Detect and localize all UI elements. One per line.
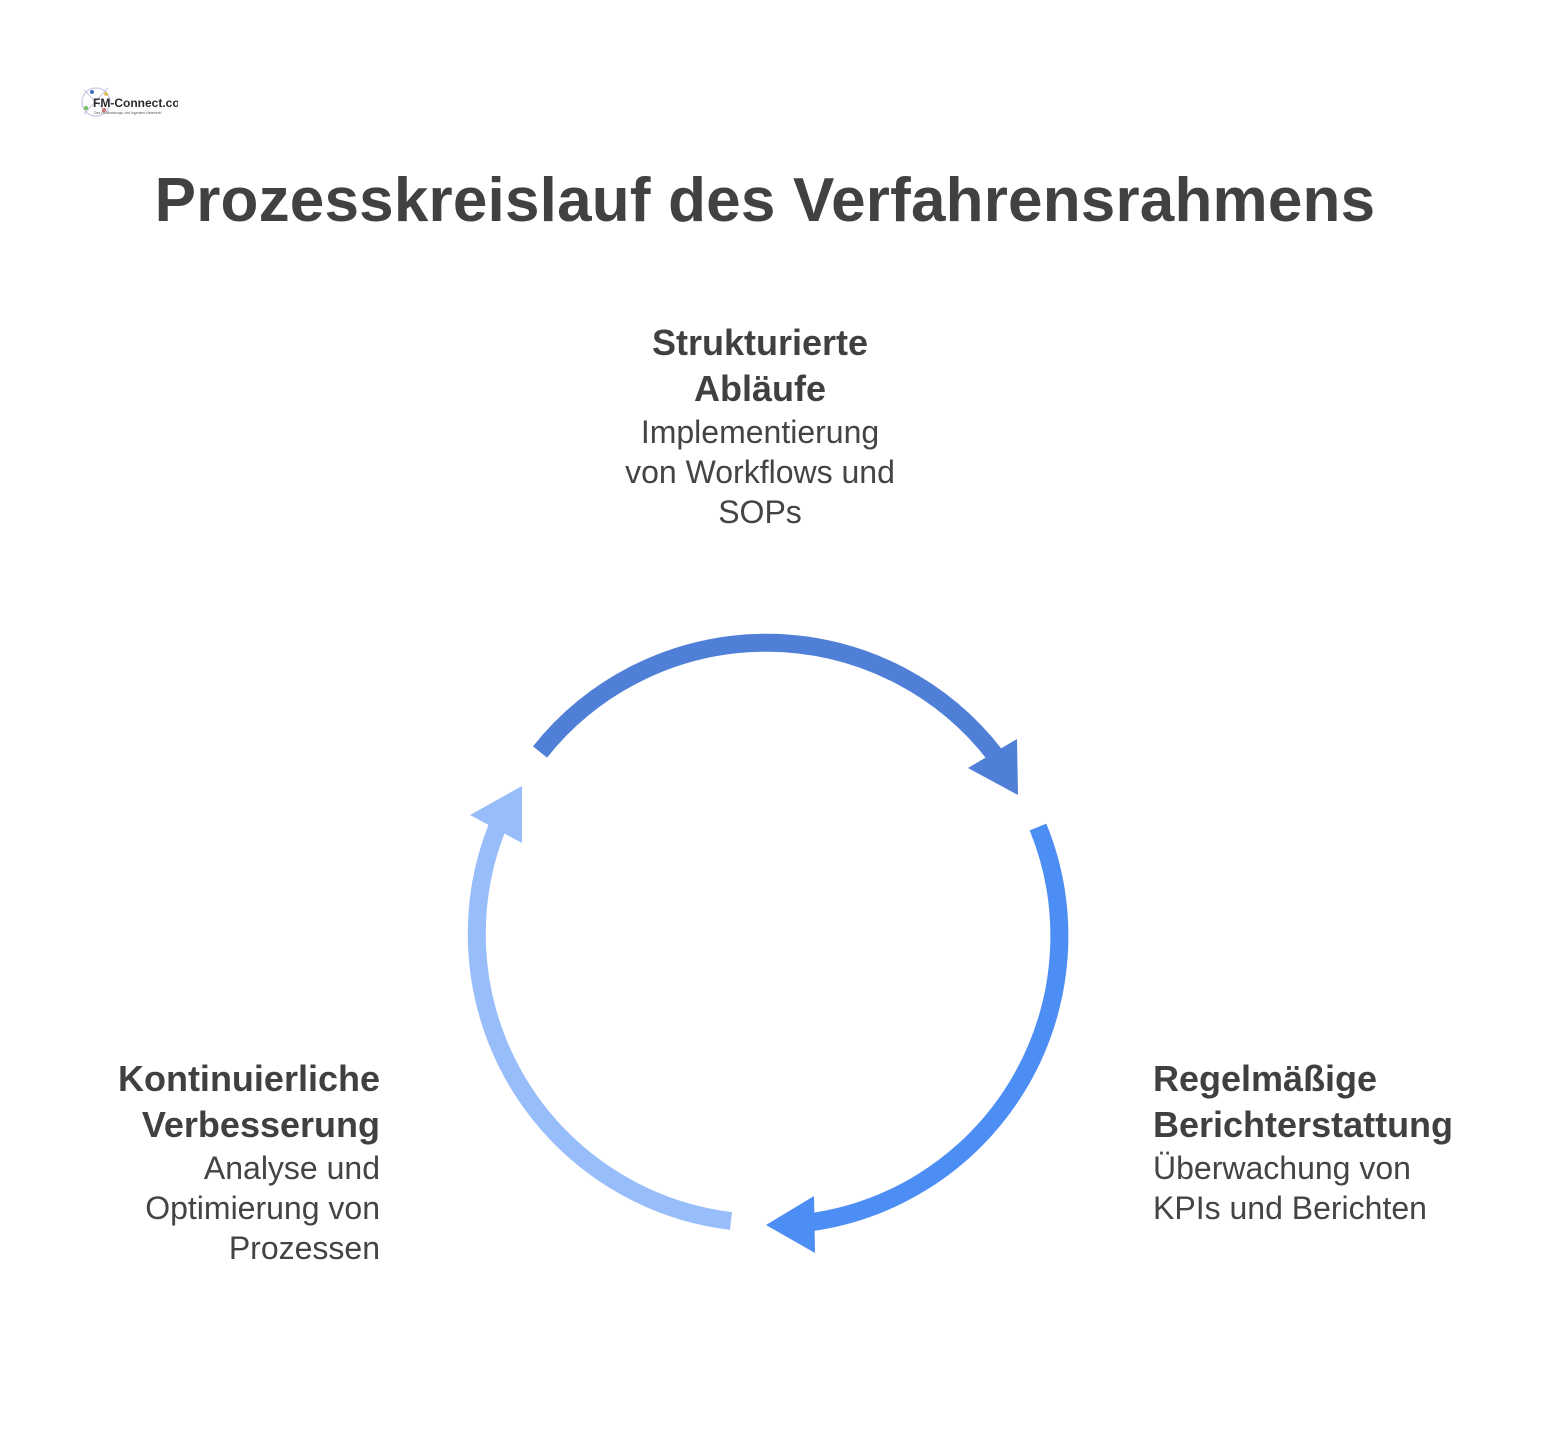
step-heading: Strukturierte Abläufe	[651, 322, 869, 409]
fm-connect-logo: FM-Connect.com Das FM-Beratungs- und Ing…	[78, 80, 178, 126]
cycle-arrow-top	[532, 633, 1003, 761]
cycle-arrowhead-top	[968, 739, 1018, 795]
step-regular-reporting: Regelmäßige Berichterstattung Überwachun…	[1153, 1056, 1533, 1228]
cycle-arrow-left	[467, 819, 733, 1230]
step-structured-processes: Strukturierte Abläufe Implementierung vo…	[560, 320, 960, 532]
logo-text: FM-Connect.com	[93, 96, 178, 110]
step-description: Überwachung von KPIs und Berichten	[1153, 1150, 1427, 1226]
logo-graphic: FM-Connect.com Das FM-Beratungs- und Ing…	[81, 87, 178, 117]
step-continuous-improvement: Kontinuierliche Verbesserung Analyse und…	[40, 1056, 380, 1268]
cycle-arrowhead-left	[470, 786, 522, 843]
logo-tagline: Das FM-Beratungs- und Ingenieur-Netzwerk…	[94, 111, 162, 115]
step-heading: Regelmäßige Berichterstattung	[1153, 1058, 1454, 1145]
page-title: Prozesskreislauf des Verfahrensrahmens	[154, 166, 1376, 235]
step-description: Implementierung von Workflows und SOPs	[625, 414, 895, 530]
cycle-arrowhead-right	[766, 1196, 815, 1253]
cycle-arrow-right	[803, 823, 1069, 1232]
step-description: Analyse und Optimierung von Prozessen	[145, 1150, 380, 1266]
step-heading: Kontinuierliche Verbesserung	[117, 1058, 380, 1145]
